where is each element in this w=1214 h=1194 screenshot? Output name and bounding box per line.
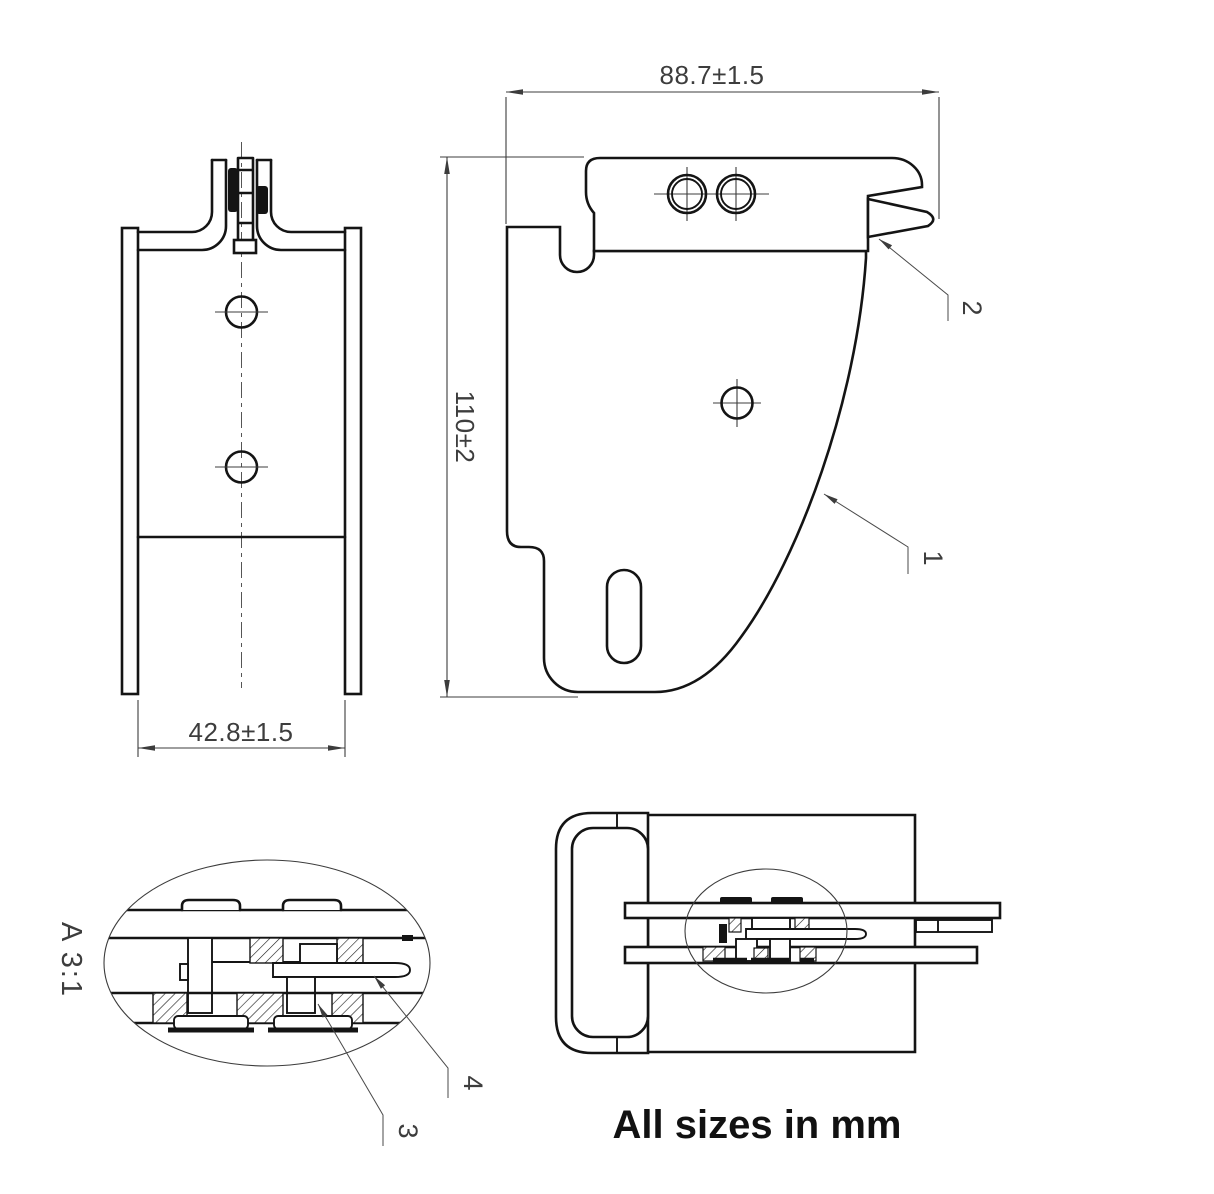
detail-view-a: 3 4 A 3:1 xyxy=(55,859,488,1146)
top-view-clip-inner xyxy=(570,826,650,1039)
detail-scale-label: A 3:1 xyxy=(55,922,87,998)
front-width-dim-text: 42.8±1.5 xyxy=(188,717,293,747)
hook-tooth xyxy=(866,197,935,239)
detail-nut-block xyxy=(299,943,338,964)
side-top-tab xyxy=(584,156,924,253)
dim-arrow-right xyxy=(328,745,345,751)
detail-lever xyxy=(272,962,411,978)
upper-rail xyxy=(623,901,1002,920)
mech-lever xyxy=(745,928,867,940)
screw-head-right-icon xyxy=(256,186,268,214)
tab-hole-right xyxy=(715,173,757,215)
left-flange-strip xyxy=(120,226,140,696)
detail-bottom-cap-right xyxy=(273,1015,353,1030)
mech-column-right xyxy=(769,938,791,962)
callout-2: 2 xyxy=(878,238,987,321)
callout-2-text: 2 xyxy=(957,300,987,315)
dimension-side-width: 88.7±1.5 xyxy=(505,60,940,224)
tab-hole-left-inner xyxy=(671,178,703,210)
callout-4-text: 4 xyxy=(458,1075,488,1090)
side-slot xyxy=(605,568,643,665)
screw-head-left-icon xyxy=(228,168,238,212)
rail-pad-left xyxy=(720,897,752,904)
detail-top-tab-right xyxy=(281,898,343,912)
detail-upper-plate xyxy=(104,908,430,940)
screw-stack-flange xyxy=(232,238,258,255)
rail-pad-right xyxy=(771,897,803,904)
detail-hatch-upper-left xyxy=(249,937,284,964)
tab-hole-left xyxy=(666,173,708,215)
detail-center-column xyxy=(286,976,316,1014)
dim-arrow-left xyxy=(138,745,155,751)
detail-bottom-cap-left xyxy=(173,1015,249,1030)
detail-left-column xyxy=(187,937,213,1014)
callout-1-text: 1 xyxy=(918,550,948,565)
side-width-dim-text: 88.7±1.5 xyxy=(659,60,764,90)
detail-hatch-upper-right xyxy=(336,937,364,964)
side-view: 88.7±1.5 110±2 2 1 xyxy=(440,60,987,698)
screw-stack xyxy=(236,156,255,242)
tab-hole-right-inner xyxy=(720,178,752,210)
callout-4: 4 xyxy=(373,975,488,1098)
callout-3: 3 xyxy=(317,1003,423,1146)
top-view-detail-circle xyxy=(684,868,848,994)
right-arm-outer-bend xyxy=(269,158,347,234)
detail-section-content xyxy=(104,898,430,1033)
mech-hatch-upper-left xyxy=(728,917,742,933)
detail-top-tab-left xyxy=(180,898,242,912)
right-arm-inner-bend xyxy=(255,158,347,252)
left-arm-outer-bend xyxy=(136,158,214,234)
detail-boundary-ellipse xyxy=(103,859,431,1067)
top-view xyxy=(554,811,1002,1055)
dimension-side-height: 110±2 xyxy=(440,156,584,698)
callout-1: 1 xyxy=(823,493,948,574)
top-view-mechanism xyxy=(702,897,867,963)
side-height-dim-text: 110±2 xyxy=(450,391,480,464)
middle-rail-stub xyxy=(915,919,993,933)
mech-stud xyxy=(719,924,727,943)
left-arm-inner-bend xyxy=(136,158,228,252)
front-view: 42.8±1.5 xyxy=(120,142,363,757)
right-flange-strip xyxy=(343,226,363,696)
units-note: All sizes in mm xyxy=(613,1103,902,1147)
detail-left-lug xyxy=(179,963,189,981)
callout-3-text: 3 xyxy=(393,1123,423,1138)
detail-seal-tick xyxy=(402,935,413,941)
side-body-outline xyxy=(505,225,868,694)
side-mid-hole xyxy=(720,386,754,420)
dimension-front-width: 42.8±1.5 xyxy=(137,700,346,757)
